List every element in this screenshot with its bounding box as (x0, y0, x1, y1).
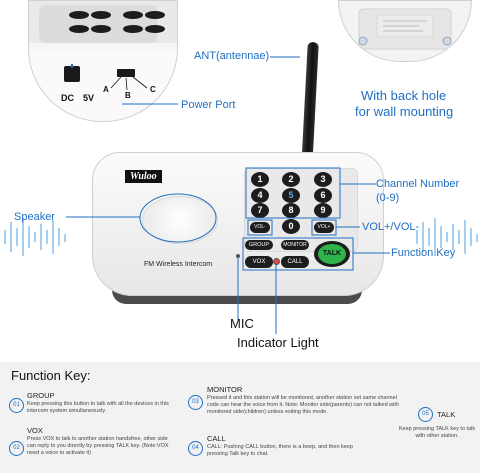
port-inset: DC 5V A B C (28, 0, 178, 122)
vol-minus-button[interactable]: VOL- (250, 222, 270, 233)
speaker-grille (142, 196, 218, 244)
function-key-title: Function Key: (11, 368, 91, 383)
key-0[interactable]: 0 (282, 219, 300, 234)
power-port-label: Power Port (181, 99, 236, 111)
abc-switch (117, 69, 135, 77)
badge-01: 01 (9, 398, 24, 413)
badge-04: 04 (188, 441, 203, 456)
ant-label: ANT(antennae) (194, 50, 270, 62)
function-key-section (0, 362, 480, 473)
back-hole-image (358, 8, 452, 50)
monitor-description: Pressed it and this station will be moni… (207, 395, 399, 415)
vox-description: Press VOX to talk to another station han… (27, 436, 169, 456)
call-description: CALL: Pushing CALL button, there is a be… (207, 444, 353, 457)
talk-heading: TALK (437, 410, 456, 419)
key-2[interactable]: 2 (282, 172, 300, 187)
call-button[interactable]: CALL (281, 256, 309, 268)
vol-plus-button[interactable]: VOL+ (314, 222, 334, 233)
switch-c-label: C (150, 85, 156, 94)
key-4[interactable]: 4 (251, 188, 269, 203)
dc-plus-icon (71, 64, 73, 68)
switch-b-label: B (125, 91, 131, 100)
dc-label: DC (61, 93, 74, 103)
callout-lines (66, 56, 390, 334)
vox-heading: VOX (27, 426, 43, 435)
brand-logo: Wuloo (125, 170, 162, 183)
badge-05: 05 (418, 407, 433, 422)
key-9[interactable]: 9 (314, 203, 332, 218)
badge-02: 02 (9, 441, 24, 456)
monitor-button[interactable]: MONITOR (281, 240, 309, 250)
group-heading: GROUP (27, 391, 55, 400)
keypad-top-image (29, 5, 177, 51)
key-3[interactable]: 3 (314, 172, 332, 187)
talk-description: Keep pressing TALK key to talk with othe… (398, 426, 476, 439)
channel-number-label-2: (0-9) (376, 192, 400, 204)
function-key-label: Function Key (391, 247, 456, 259)
key-1[interactable]: 1 (251, 172, 269, 187)
talk-button[interactable]: TALK (314, 241, 350, 267)
speaker-label: Speaker (14, 211, 55, 223)
model-label: FM Wireless Intercom (144, 261, 213, 268)
keypad-top-view (29, 1, 177, 51)
key-8[interactable]: 8 (282, 203, 300, 218)
key-6[interactable]: 6 (314, 188, 332, 203)
vox-button[interactable]: VOX (245, 256, 273, 268)
badge-03: 03 (188, 395, 203, 410)
key-5[interactable]: 5 (282, 188, 300, 203)
volt-label: 5V (83, 93, 95, 103)
switch-pointer-lines (110, 76, 148, 91)
sound-wave-decoration (4, 218, 478, 256)
switch-a-label: A (103, 85, 109, 94)
group-description: Keep pressing this button to talk with a… (27, 401, 169, 414)
vol-label: VOL+/VOL- (362, 221, 420, 233)
indicator-light-label: Indicator Light (237, 335, 319, 350)
channel-number-label-1: Channel Number (376, 178, 460, 190)
monitor-heading: MONITOR (207, 385, 243, 394)
talk-button-face: TALK (318, 244, 346, 264)
key-7[interactable]: 7 (251, 203, 269, 218)
wall-mount-label-2: for wall mounting (355, 104, 454, 119)
call-heading: CALL (207, 434, 226, 443)
wall-mount-label-1: With back hole (361, 88, 447, 103)
group-button[interactable]: GROUP (245, 240, 273, 250)
dc-port (64, 66, 80, 82)
mic-hole (236, 254, 240, 258)
mic-label: MIC (230, 316, 254, 331)
